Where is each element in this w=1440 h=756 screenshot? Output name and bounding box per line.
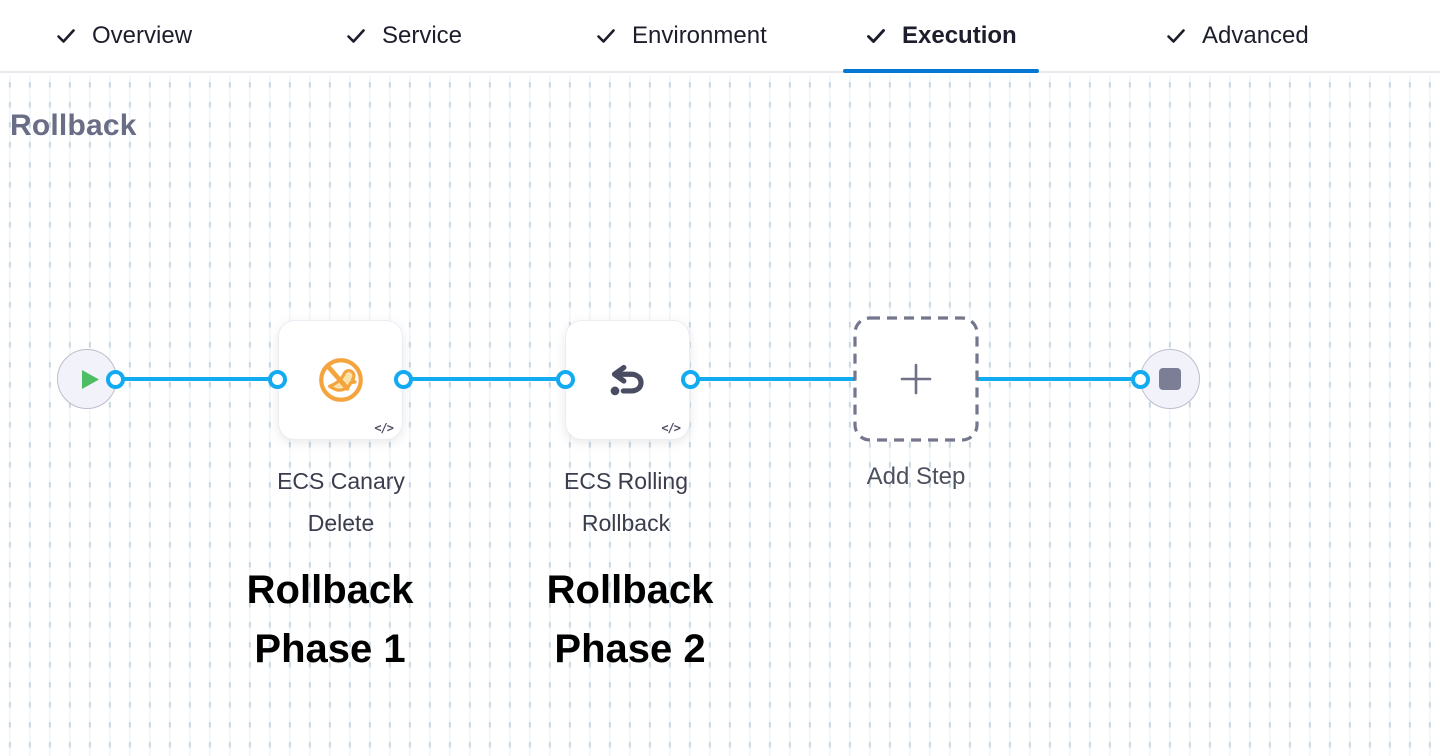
add-step-label: Add Step [866, 463, 966, 490]
section-title: Rollback [10, 109, 137, 142]
code-icon[interactable]: </> [374, 421, 394, 435]
connector-port[interactable] [267, 369, 287, 389]
config-tab-bar: Overview Service Environment Execution A… [0, 0, 1440, 73]
check-icon [867, 28, 885, 43]
tab-execution[interactable]: Execution [843, 0, 1039, 73]
canary-delete-icon [318, 358, 363, 402]
tab-label: Advanced [1202, 21, 1309, 49]
connector-port[interactable] [1130, 369, 1150, 389]
tab-label: Execution [902, 21, 1017, 49]
tab-overview[interactable]: Overview [33, 0, 214, 71]
connector-port[interactable] [393, 369, 413, 389]
check-icon [597, 28, 615, 43]
check-icon [1167, 28, 1185, 43]
connector-port[interactable] [105, 369, 125, 389]
canvas-grid [0, 75, 1440, 756]
tab-label: Overview [92, 21, 193, 49]
play-icon [81, 369, 99, 389]
step-card-ecs-canary-delete[interactable]: </> [278, 320, 403, 440]
code-icon[interactable]: </> [661, 421, 681, 435]
stop-icon [1159, 368, 1181, 390]
step-card-ecs-rolling-rollback[interactable]: </> [565, 320, 690, 440]
check-icon [347, 28, 365, 43]
tab-advanced[interactable]: Advanced [1143, 0, 1331, 71]
add-step-button[interactable] [853, 316, 979, 442]
rollback-arrow-icon [610, 364, 644, 396]
connector-port[interactable] [680, 369, 700, 389]
connector-port[interactable] [555, 369, 575, 389]
annotation-rollback-phase-1: Rollback Phase 1 [246, 568, 414, 671]
step-label-ecs-canary-delete: ECS Canary Delete [277, 468, 405, 536]
tab-label: Service [382, 21, 463, 49]
tab-service[interactable]: Service [323, 0, 484, 71]
tab-environment[interactable]: Environment [573, 0, 789, 71]
pipeline-canvas[interactable]: Rollback </> </> [0, 75, 1440, 756]
annotation-rollback-phase-2: Rollback Phase 2 [546, 568, 714, 671]
step-label-ecs-rolling-rollback: ECS Rolling Rollback [564, 468, 688, 536]
plus-icon [900, 363, 932, 395]
check-icon [57, 28, 75, 43]
tab-label: Environment [632, 21, 767, 49]
pipeline-end-node [1140, 349, 1200, 409]
